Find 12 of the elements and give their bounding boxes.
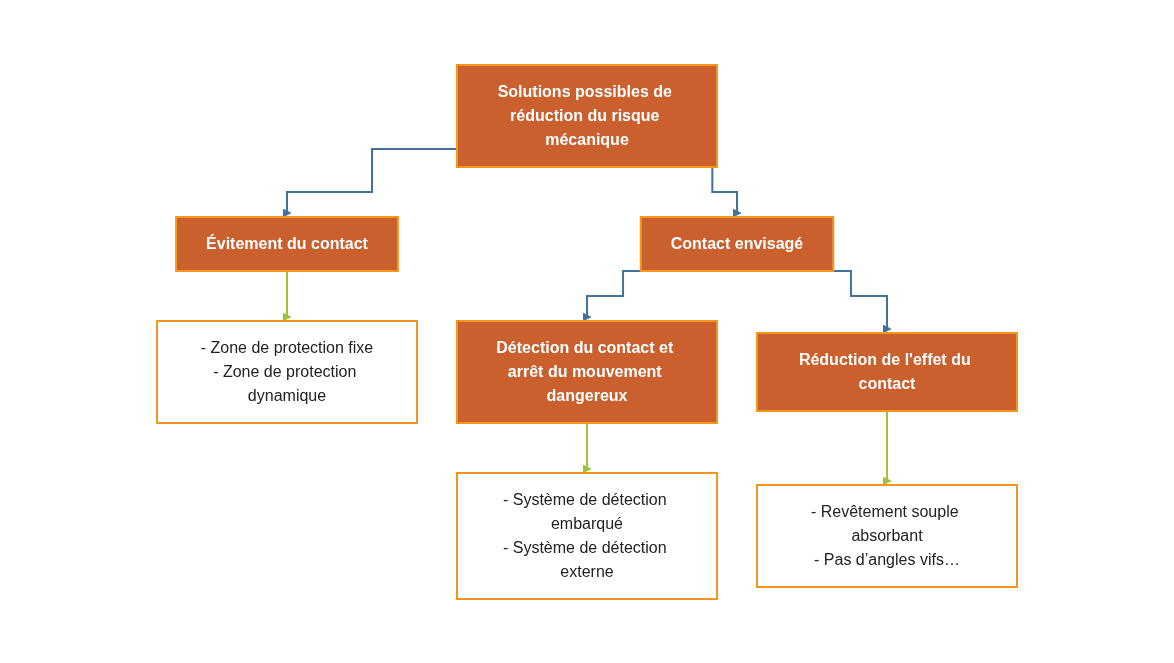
arrow bbox=[582, 421, 592, 473]
node-box: Réduction de l'effet du contact bbox=[756, 331, 1018, 412]
node-box: - Revêtement souple absorbant - Pas d’angles vifs… bbox=[756, 483, 1018, 588]
node-box: Solutions possibles de réduction du risque mécanique bbox=[456, 63, 718, 168]
node-box: - Zone de protection fixe - Zone de protection dynamique bbox=[156, 319, 418, 424]
node-box: Contact envisagé bbox=[639, 215, 835, 272]
node-box: Détection du contact et arrêt du mouvement dangereux bbox=[456, 319, 718, 424]
node-box: - Système de détection embarqué - Système de détection externe bbox=[456, 471, 718, 600]
arrow bbox=[282, 269, 292, 321]
arrow bbox=[882, 409, 892, 485]
arrow bbox=[282, 147, 458, 217]
node-box: Évitement du contact bbox=[175, 215, 399, 272]
